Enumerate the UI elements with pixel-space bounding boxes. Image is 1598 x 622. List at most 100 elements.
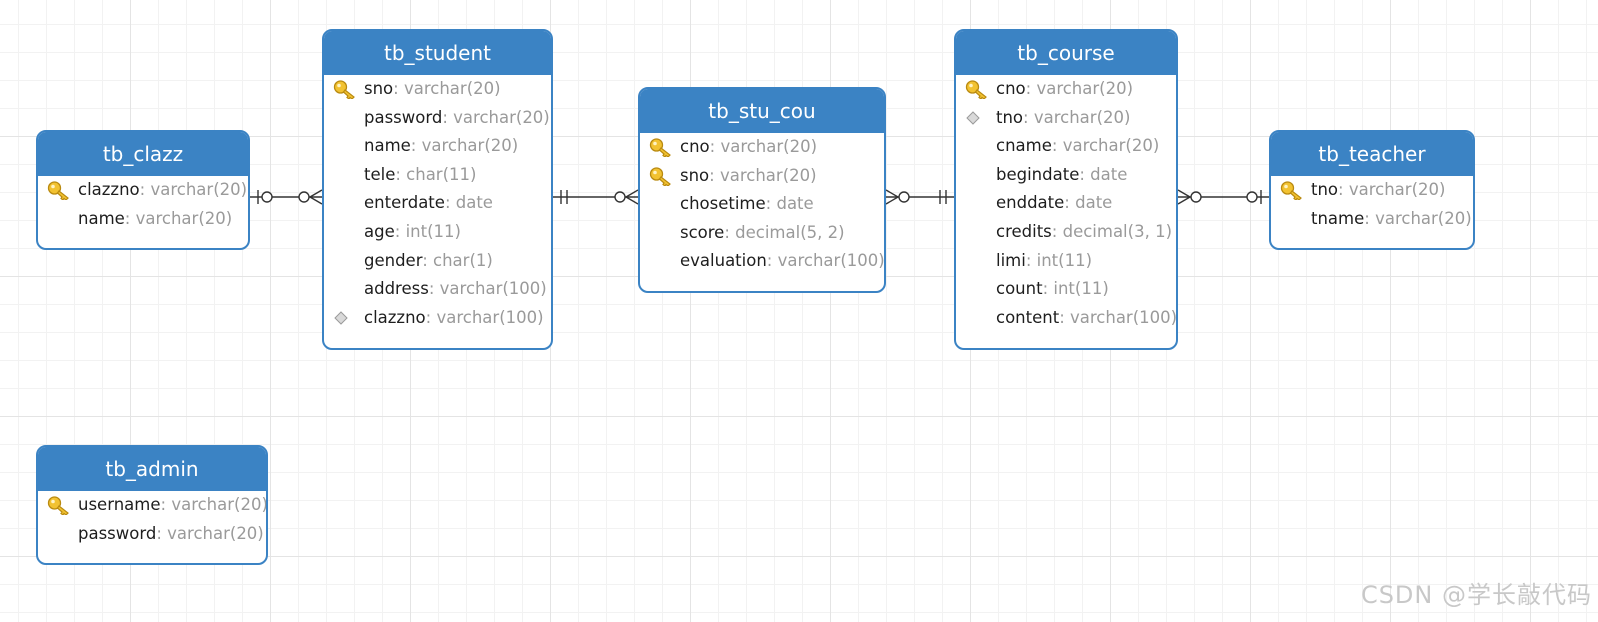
field-name: address <box>364 279 429 299</box>
field-row[interactable]: name: varchar(20) <box>324 132 551 161</box>
field-type: varchar(100) <box>777 251 885 271</box>
field-type: char(1) <box>433 250 493 270</box>
field-row[interactable]: begindate: date <box>956 161 1176 190</box>
field-row[interactable]: tname: varchar(20) <box>1271 205 1473 234</box>
field-separator: : <box>709 137 721 156</box>
field-type: date <box>455 193 493 213</box>
field-list: username: varchar(20)password: varchar(2… <box>38 491 266 548</box>
field-type: date <box>1090 164 1128 184</box>
field-separator: : <box>156 523 168 543</box>
field-row[interactable]: password: varchar(20) <box>38 520 266 549</box>
relationship-tb-clazz-tb-student[interactable] <box>250 189 323 205</box>
field-type: varchar(20) <box>403 79 501 98</box>
field-type: varchar(20) <box>135 208 233 228</box>
field-row[interactable]: tno: varchar(20) <box>1271 176 1473 205</box>
field-row[interactable]: cno: varchar(20) <box>640 133 884 162</box>
field-separator: : <box>1051 221 1063 241</box>
field-row[interactable]: tno: varchar(20) <box>956 104 1176 133</box>
diamond-icon <box>333 308 357 328</box>
field-row[interactable]: clazzno: varchar(100) <box>324 304 551 333</box>
field-row[interactable]: evaluation: varchar(100) <box>640 247 884 276</box>
field-name: username <box>78 495 161 514</box>
field-separator: : <box>428 279 440 299</box>
field-name: content <box>996 307 1060 327</box>
field-separator: : <box>1059 307 1070 327</box>
field-name: count <box>996 279 1043 299</box>
field-row[interactable]: tele: char(11) <box>324 161 551 190</box>
field-row[interactable]: name: varchar(20) <box>38 205 248 234</box>
field-row[interactable]: sno: varchar(20) <box>640 162 884 191</box>
field-type: varchar(20) <box>1062 136 1160 156</box>
field-name: limi <box>996 250 1026 270</box>
field-separator: : <box>1023 107 1034 127</box>
field-type: decimal(3, 1) <box>1062 221 1173 241</box>
field-name: tno <box>1311 180 1339 199</box>
key-icon <box>965 79 989 100</box>
field-separator: : <box>1364 208 1376 228</box>
field-list: tno: varchar(20)tname: varchar(20) <box>1271 176 1473 233</box>
field-type: varchar(20) <box>167 523 264 543</box>
field-separator: : <box>1064 193 1076 213</box>
field-row[interactable]: chosetime: date <box>640 190 884 219</box>
entity-title-tb-course[interactable]: tb_course <box>956 31 1176 75</box>
field-separator: : <box>395 164 407 184</box>
key-icon <box>47 495 71 516</box>
field-separator: : <box>1042 279 1054 299</box>
entity-title-tb-admin[interactable]: tb_admin <box>38 447 266 491</box>
field-row[interactable]: limi: int(11) <box>956 247 1176 276</box>
field-name: score <box>680 222 725 242</box>
field-separator: : <box>1079 164 1091 184</box>
field-row[interactable]: clazzno: varchar(20) <box>38 176 248 205</box>
relationship-tb-student-tb-stu-cou[interactable] <box>553 189 639 205</box>
entity-title-tb-student[interactable]: tb_student <box>324 31 551 75</box>
entity-title-tb-stu-cou[interactable]: tb_stu_cou <box>640 89 884 133</box>
field-row[interactable]: gender: char(1) <box>324 247 551 276</box>
relationship-tb-course-tb-teacher[interactable] <box>1177 189 1269 205</box>
field-type: varchar(20) <box>720 137 818 156</box>
field-type: char(11) <box>406 164 477 184</box>
key-icon <box>649 166 673 187</box>
field-type: int(11) <box>1036 250 1093 270</box>
field-type: varchar(20) <box>453 107 550 127</box>
field-row[interactable]: sno: varchar(20) <box>324 75 551 104</box>
field-separator: : <box>444 193 456 213</box>
field-row[interactable]: credits: decimal(3, 1) <box>956 218 1176 247</box>
field-row[interactable]: password: varchar(20) <box>324 104 551 133</box>
relationship-tb-stu-cou-tb-course[interactable] <box>885 189 954 205</box>
field-type: varchar(20) <box>1348 180 1446 199</box>
field-row[interactable]: cname: varchar(20) <box>956 132 1176 161</box>
field-row[interactable]: content: varchar(100) <box>956 304 1176 333</box>
field-row[interactable]: username: varchar(20) <box>38 491 266 520</box>
field-separator: : <box>394 221 406 241</box>
field-name: enterdate <box>364 193 445 213</box>
field-row[interactable]: score: decimal(5, 2) <box>640 219 884 248</box>
field-separator: : <box>1051 136 1063 156</box>
field-row[interactable]: enddate: date <box>956 189 1176 218</box>
field-name: gender <box>364 250 423 270</box>
field-separator: : <box>765 194 777 214</box>
field-type: varchar(100) <box>436 307 544 327</box>
key-icon <box>1280 180 1304 201</box>
field-name: tele <box>364 164 396 184</box>
field-row[interactable]: enterdate: date <box>324 189 551 218</box>
field-row[interactable]: count: int(11) <box>956 275 1176 304</box>
field-type: varchar(20) <box>171 495 268 514</box>
field-list: sno: varchar(20)password: varchar(20)nam… <box>324 75 551 332</box>
field-separator: : <box>160 495 172 514</box>
field-type: varchar(20) <box>1033 107 1131 127</box>
field-row[interactable]: address: varchar(100) <box>324 275 551 304</box>
field-row[interactable]: age: int(11) <box>324 218 551 247</box>
field-name: sno <box>364 79 394 98</box>
field-row[interactable]: cno: varchar(20) <box>956 75 1176 104</box>
field-separator: : <box>1025 79 1037 98</box>
field-type: varchar(100) <box>439 279 547 299</box>
entity-title-tb-clazz[interactable]: tb_clazz <box>38 132 248 176</box>
entity-title-tb-teacher[interactable]: tb_teacher <box>1271 132 1473 176</box>
